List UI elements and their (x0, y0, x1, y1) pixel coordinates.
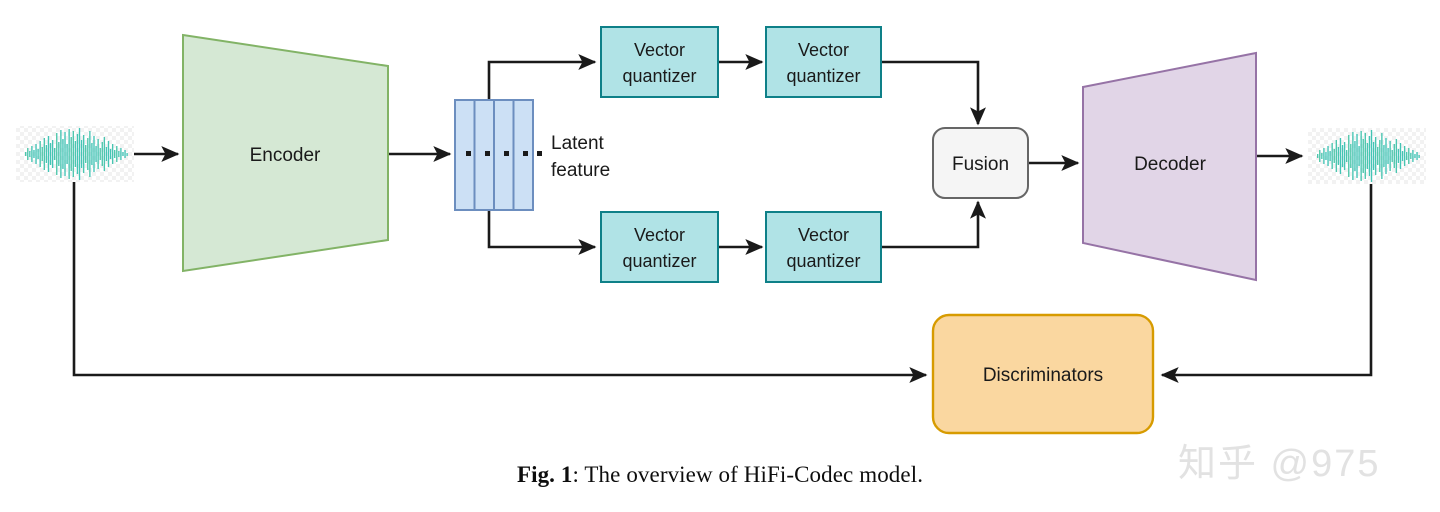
output-waveform (1308, 128, 1426, 184)
vq-bottom-2-label-line2: quantizer (786, 251, 860, 271)
input-waveform (16, 126, 134, 182)
vq-top-2-label-line2: quantizer (786, 66, 860, 86)
edge-output-to-discriminators (1160, 182, 1373, 384)
latent-feature-node[interactable]: Latent feature (454, 99, 610, 211)
decoder-node[interactable]: Decoder (1082, 51, 1257, 282)
vq-top-1-label-line2: quantizer (622, 66, 696, 86)
watermark: 知乎 @975 (1178, 443, 1381, 485)
vq-bottom-2-box[interactable] (765, 211, 882, 283)
discriminators-node[interactable]: Discriminators (931, 313, 1155, 435)
vector-quantizer-top-2[interactable]: Vector quantizer (765, 26, 882, 98)
latent-feature-label-line2: feature (551, 160, 610, 181)
vector-quantizer-bottom-2[interactable]: Vector quantizer (765, 211, 882, 283)
encoder-label: Encoder (250, 145, 321, 166)
edge-latent-to-vq-bottom (487, 210, 597, 256)
latent-ellipsis-dots (466, 151, 542, 156)
vq-bottom-1-box[interactable] (600, 211, 719, 283)
figure-caption: Fig. 1: The overview of HiFi-Codec model… (0, 462, 1440, 488)
edge-vq-bottom-to-fusion (881, 200, 987, 249)
edge-vq-top-to-fusion (881, 60, 987, 126)
latent-feature-label-line1: Latent (551, 133, 605, 154)
vq-top-2-box[interactable] (765, 26, 882, 98)
discriminators-label: Discriminators (983, 365, 1103, 386)
vq-bottom-2-label-line1: Vector (798, 225, 849, 245)
fusion-label: Fusion (952, 154, 1009, 175)
vq-top-1-label-line1: Vector (634, 40, 685, 60)
vq-top-1-box[interactable] (600, 26, 719, 98)
fusion-node[interactable]: Fusion (932, 127, 1029, 199)
decoder-label: Decoder (1134, 154, 1206, 175)
discriminators-box[interactable] (931, 313, 1155, 435)
caption-text: : The overview of HiFi-Codec model. (572, 462, 924, 487)
edge-latent-to-vq-top (487, 53, 597, 100)
diagram-edges (72, 53, 1373, 384)
fusion-box[interactable] (932, 127, 1029, 199)
decoder-shape[interactable] (1082, 51, 1257, 282)
vector-quantizer-bottom-1[interactable]: Vector quantizer (600, 211, 719, 283)
caption-prefix: Fig. 1 (516, 462, 573, 487)
vector-quantizer-top-1[interactable]: Vector quantizer (600, 26, 719, 98)
vq-top-2-label-line1: Vector (798, 40, 849, 60)
vq-bottom-1-label-line2: quantizer (622, 251, 696, 271)
encoder-shape[interactable] (182, 33, 389, 273)
vq-bottom-1-label-line1: Vector (634, 225, 685, 245)
encoder-node[interactable]: Encoder (182, 33, 389, 273)
edge-input-to-discriminators (72, 180, 928, 384)
